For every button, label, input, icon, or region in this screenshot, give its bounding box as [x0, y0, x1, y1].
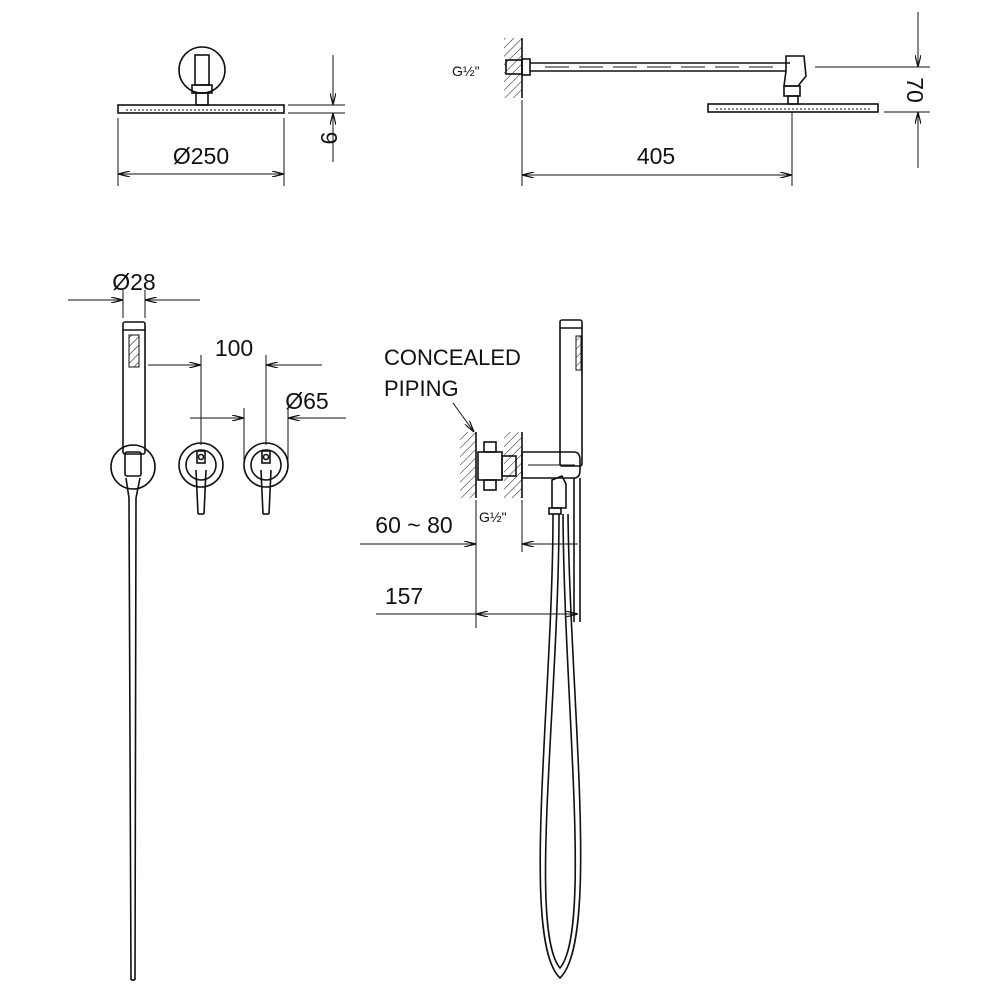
dim-arm-drop: 70 — [815, 12, 930, 168]
head-diameter-label: Ø250 — [173, 143, 229, 169]
control-valve-left — [178, 442, 224, 515]
dim-wall-depth: 60 ~ 80 — [360, 500, 578, 628]
projection-label: 157 — [385, 583, 423, 609]
dim-escutcheon-diameter: Ø65 — [190, 388, 346, 465]
dim-handshower-diameter: Ø28 — [68, 269, 200, 318]
dim-projection: 157 — [376, 583, 578, 614]
control-valve-right — [243, 442, 289, 515]
control-spacing-label: 100 — [215, 335, 253, 361]
handshower-diameter-label: Ø28 — [112, 269, 155, 295]
arm-drop-label: 70 — [902, 77, 928, 103]
shower-head-front-view — [117, 46, 285, 114]
concealed-label-line2: PIPING — [384, 376, 459, 401]
dim-head-thickness: 9 — [288, 55, 345, 162]
side-spray-face — [575, 335, 582, 371]
escutcheon-diameter-label: Ø65 — [285, 388, 328, 414]
valve-side-view: G½" — [460, 432, 581, 525]
spray-face — [128, 334, 140, 368]
valve-thread-label: G½" — [479, 509, 507, 525]
handshower-front-view — [110, 321, 156, 981]
head-thickness-label: 9 — [316, 132, 342, 145]
shower-arm-side-view: G½" — [452, 38, 879, 113]
dim-arm-length: 405 — [521, 100, 793, 186]
concealed-label-line1: CONCEALED — [384, 345, 521, 370]
wall-depth-label: 60 ~ 80 — [375, 512, 452, 538]
arm-length-label: 405 — [637, 143, 675, 169]
dim-head-diameter: Ø250 — [117, 118, 285, 186]
arm-thread-label: G½" — [452, 63, 480, 79]
wall-hatch-left — [460, 432, 476, 498]
wall-hatch-right — [504, 432, 522, 498]
concealed-piping-callout: CONCEALED PIPING — [384, 345, 521, 432]
wall-hatch-top — [504, 38, 522, 98]
handshower-side-view — [539, 319, 583, 980]
dim-control-spacing: 100 — [148, 335, 322, 445]
